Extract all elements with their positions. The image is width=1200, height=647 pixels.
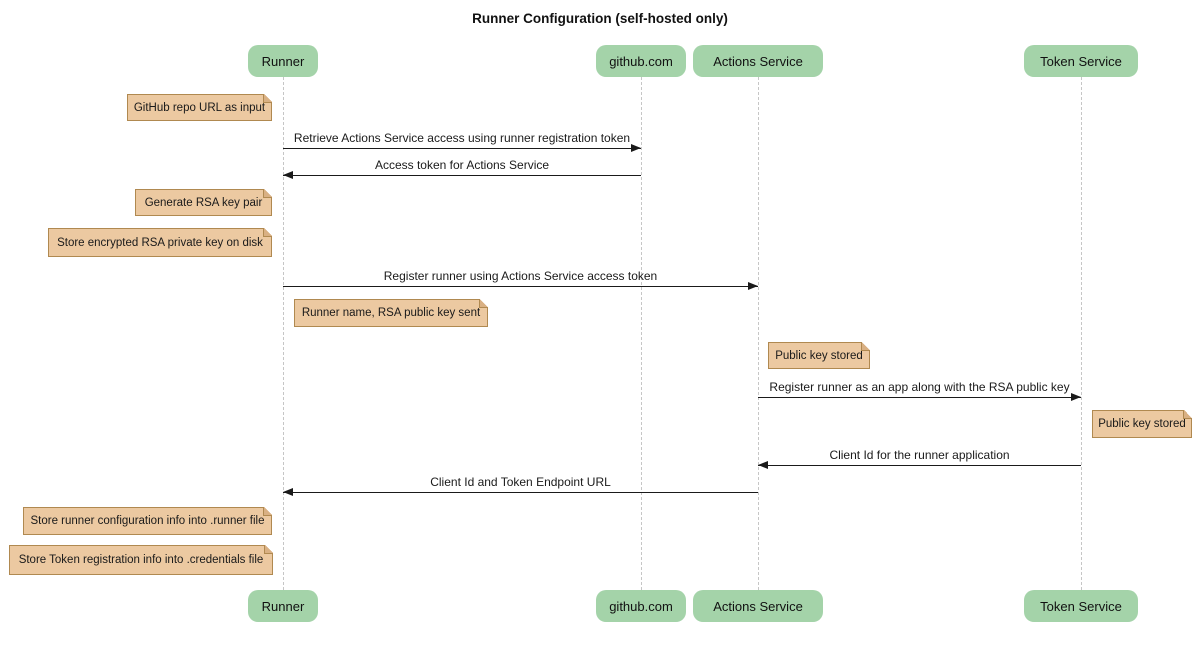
lifeline-github-com (640, 77, 642, 590)
actor-label: github.com (609, 598, 673, 614)
actor-actions-service-top: Actions Service (693, 45, 823, 77)
message-label: Retrieve Actions Service access using ru… (293, 131, 631, 145)
message-line-register-runner-using-actions-service-access-token (283, 285, 758, 287)
note-fold-corner (263, 94, 272, 103)
actor-label: Token Service (1040, 53, 1122, 69)
actor-actions-service-bottom: Actions Service (693, 590, 823, 622)
note-fold-corner (1183, 410, 1192, 419)
actor-runner-top: Runner (248, 45, 318, 77)
note-github-repo-url-as-input: GitHub repo URL as input (127, 94, 272, 121)
actor-label: Runner (261, 598, 305, 614)
message-line-client-id-for-the-runner-application (758, 464, 1081, 466)
note-generate-rsa-key-pair: Generate RSA key pair (135, 189, 272, 216)
message-label: Register runner as an app along with the… (769, 380, 1070, 394)
arrowhead-left-icon (283, 488, 293, 496)
note-text: GitHub repo URL as input (133, 101, 266, 114)
note-fold-corner (479, 299, 488, 308)
actor-github-com-bottom: github.com (596, 590, 686, 622)
note-text: Store Token registration info into .cred… (18, 554, 264, 566)
message-label: Client Id for the runner application (829, 448, 1010, 462)
message-line-client-id-and-token-endpoint-url (283, 491, 758, 493)
note-store-runner-configuration-info-into-runner-file: Store runner configuration info into .ru… (23, 507, 272, 535)
note-store-token-registration-info-into-credentials-file: Store Token registration info into .cred… (9, 545, 273, 575)
note-text: Store runner configuration info into .ru… (30, 515, 265, 527)
note-fold-corner (263, 507, 272, 516)
actor-label: Runner (261, 53, 305, 69)
actor-token-service-bottom: Token Service (1024, 590, 1138, 622)
actor-runner-bottom: Runner (248, 590, 318, 622)
message-line-register-runner-as-an-app-along-with-the-rsa-public-key (758, 396, 1081, 398)
lifeline-runner (282, 77, 284, 590)
note-store-encrypted-rsa-private-key-on-disk: Store encrypted RSA private key on disk (48, 228, 272, 257)
note-text: Runner name, RSA public key sent (301, 307, 481, 319)
message-label: Access token for Actions Service (374, 158, 550, 172)
note-text: Public key stored (775, 349, 863, 362)
arrowhead-right-icon (631, 144, 641, 152)
message-line-access-token-for-actions-service (283, 174, 641, 176)
actor-label: github.com (609, 53, 673, 69)
note-text: Public key stored (1098, 418, 1186, 430)
actor-label: Actions Service (713, 53, 803, 69)
arrowhead-right-icon (748, 282, 758, 290)
actor-label: Token Service (1040, 598, 1122, 614)
arrowhead-right-icon (1071, 393, 1081, 401)
diagram-title: Runner Configuration (self-hosted only) (472, 11, 728, 26)
note-public-key-stored: Public key stored (1092, 410, 1192, 438)
message-label: Client Id and Token Endpoint URL (430, 475, 611, 489)
note-fold-corner (263, 228, 272, 237)
message-label: Register runner using Actions Service ac… (383, 269, 658, 283)
arrowhead-left-icon (283, 171, 293, 179)
note-public-key-stored: Public key stored (768, 342, 870, 369)
note-text: Store encrypted RSA private key on disk (57, 236, 263, 249)
lifeline-token-service (1080, 77, 1082, 590)
note-fold-corner (861, 342, 870, 351)
actor-token-service-top: Token Service (1024, 45, 1138, 77)
actor-label: Actions Service (713, 598, 803, 614)
note-fold-corner (263, 189, 272, 198)
note-fold-corner (264, 545, 273, 554)
note-text: Generate RSA key pair (144, 196, 263, 209)
message-line-retrieve-actions-service-access-using-runner-registration-token (283, 147, 641, 149)
note-runner-name-rsa-public-key-sent: Runner name, RSA public key sent (294, 299, 488, 327)
lifeline-actions-service (757, 77, 759, 590)
actor-github-com-top: github.com (596, 45, 686, 77)
arrowhead-left-icon (758, 461, 768, 469)
